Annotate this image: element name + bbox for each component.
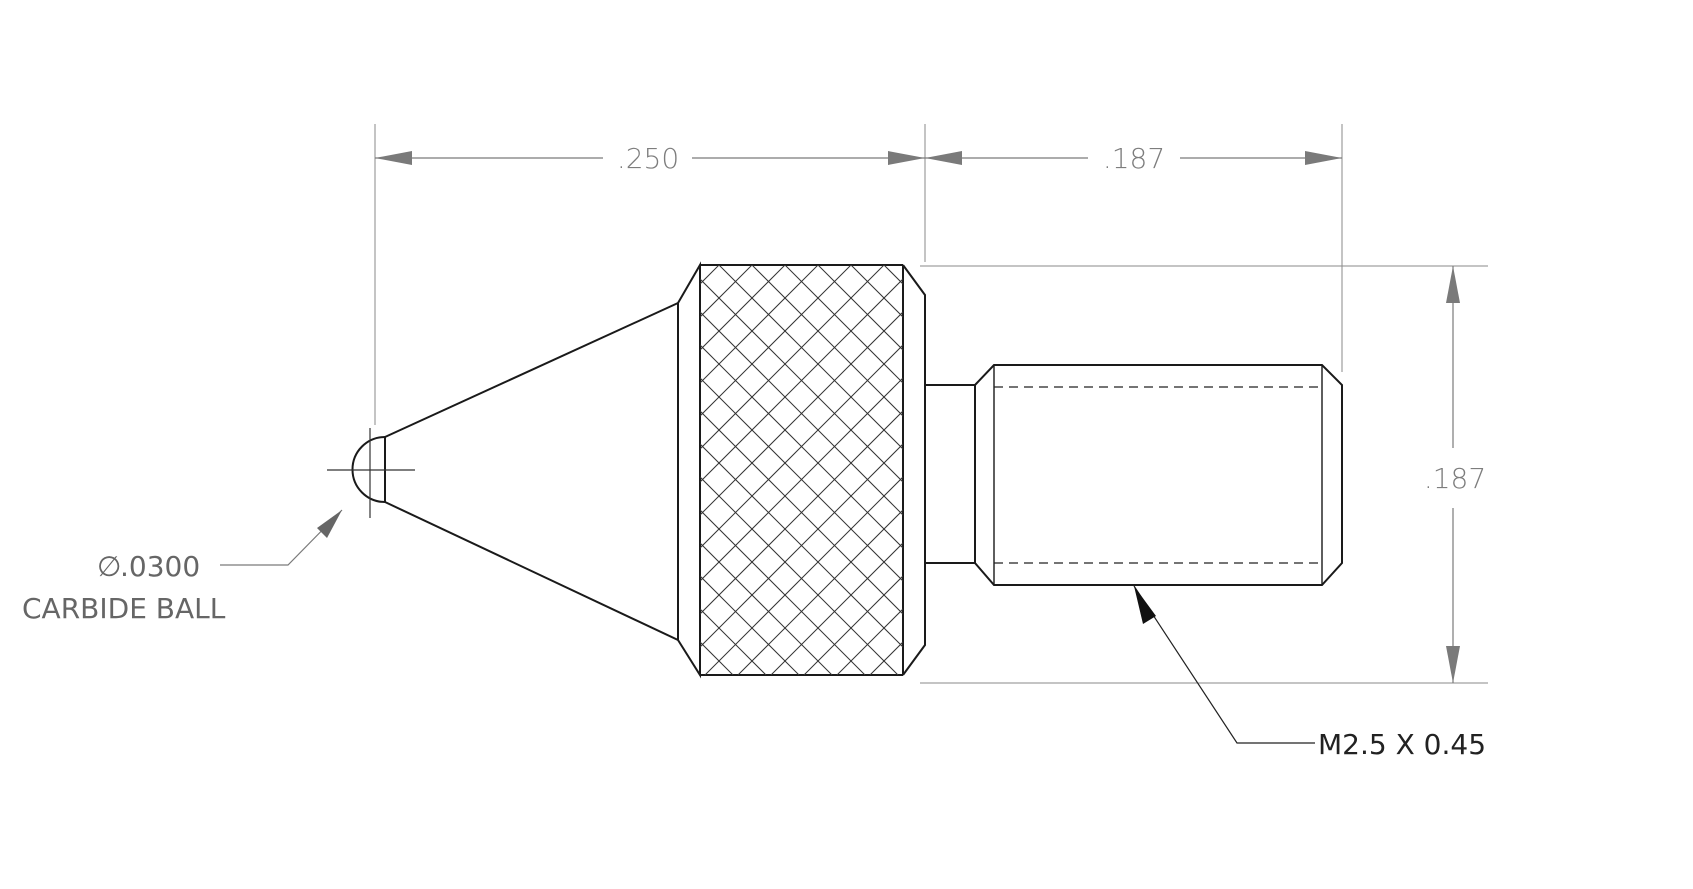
carbide-ball bbox=[327, 428, 415, 518]
undercut-neck bbox=[925, 384, 975, 564]
knurl-pattern bbox=[700, 265, 903, 675]
dimension-thread-length: .187 bbox=[925, 124, 1343, 372]
thread-callout: M2.5 X 0.45 bbox=[1133, 585, 1486, 761]
dim-label-cone-length: .250 bbox=[617, 142, 679, 175]
ball-description: CARBIDE BALL bbox=[22, 592, 226, 625]
ball-diameter-symbol: ∅ bbox=[97, 550, 121, 583]
threaded-shank bbox=[974, 364, 1343, 586]
dim-label-thread-length: .187 bbox=[1103, 142, 1165, 175]
thread-spec: M2.5 X 0.45 bbox=[1318, 728, 1486, 761]
dimension-cone-length: .250 bbox=[374, 124, 926, 425]
cone-body bbox=[384, 261, 701, 679]
ball-diameter-value: .0300 bbox=[120, 550, 200, 583]
knurled-collar bbox=[700, 264, 926, 676]
dim-label-overall-diameter: .187 bbox=[1424, 462, 1486, 495]
stylus-part bbox=[327, 261, 1343, 679]
ball-callout: ∅ .0300 CARBIDE BALL bbox=[22, 509, 343, 625]
dimension-overall-diameter: .187 bbox=[920, 265, 1488, 684]
